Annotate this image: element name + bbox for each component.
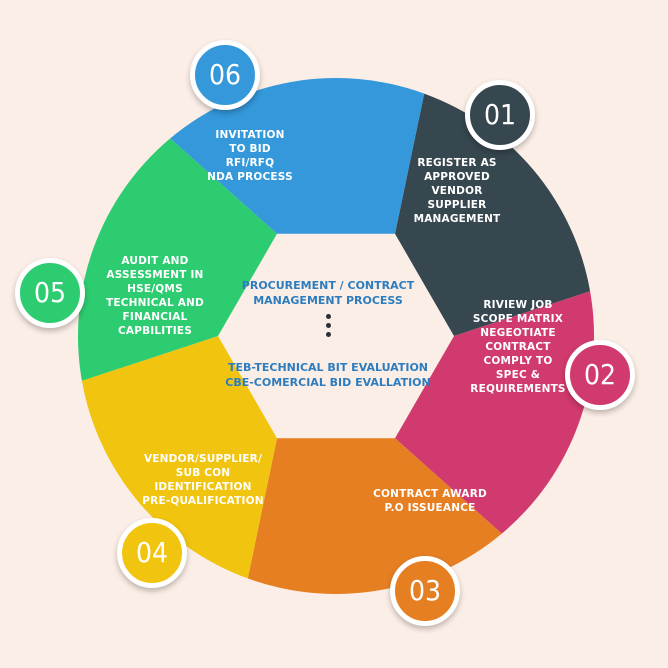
segment-04 [81,336,278,579]
center-dots [324,314,332,341]
step-04-badge: 04 [117,518,187,588]
step-06-text: INVITATION TO BID RFI/RFQ NDA PROCESS [207,129,293,183]
step-01-badge: 01 [465,80,535,150]
step-06-badge: 06 [190,40,260,110]
step-04-text: VENDOR/SUPPLIER/ SUB CON IDENTIFICATION … [142,453,264,507]
step-01-text: REGISTER AS APPROVED VENDOR SUPPLIER MAN… [413,157,501,225]
step-02-text: RIVIEW JOB SCOPE MATRIX NEGEOTIATE CONTR… [470,299,566,395]
step-05-badge: 05 [15,258,85,328]
step-02-badge: 02 [565,340,635,410]
step-03-text: CONTRACT AWARD P.O ISSUEANCE [373,488,487,514]
segment-01 [395,93,591,336]
center-subtitle: TEB-TECHNICAL BIT EVALUATION CBE-COMERCI… [225,361,431,389]
segment-03 [247,438,502,594]
center-title: PROCUREMENT / CONTRACT MANAGEMENT PROCES… [241,279,415,307]
step-05-text: AUDIT AND ASSESSMENT IN HSE/QMS TECHNICA… [106,255,204,337]
step-03-badge: 03 [390,556,460,626]
segment-02 [395,291,595,534]
segment-05 [77,138,277,381]
segment-06 [170,78,425,234]
